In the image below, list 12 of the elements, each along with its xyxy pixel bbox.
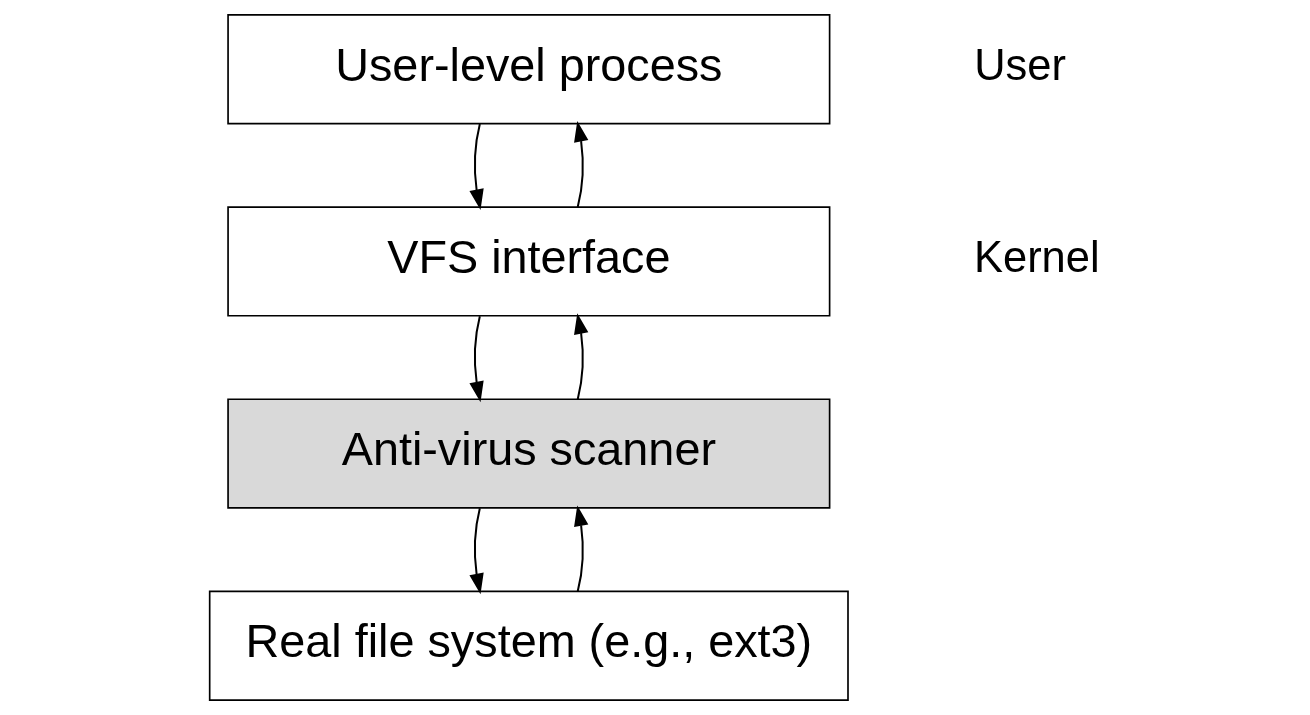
label: User xyxy=(974,40,1066,89)
arrow xyxy=(469,508,484,595)
node-box: Real file system (e.g., ext3) xyxy=(208,590,849,701)
node-box: VFS interface xyxy=(227,206,831,317)
node-box: User-level process xyxy=(227,14,831,125)
arrow xyxy=(574,121,589,208)
label: Kernel xyxy=(974,232,1100,281)
arrow xyxy=(469,315,484,403)
arrow xyxy=(574,505,589,592)
arrow xyxy=(469,123,484,211)
arrow xyxy=(574,313,589,400)
node-box: Anti-virus scanner xyxy=(227,398,831,509)
